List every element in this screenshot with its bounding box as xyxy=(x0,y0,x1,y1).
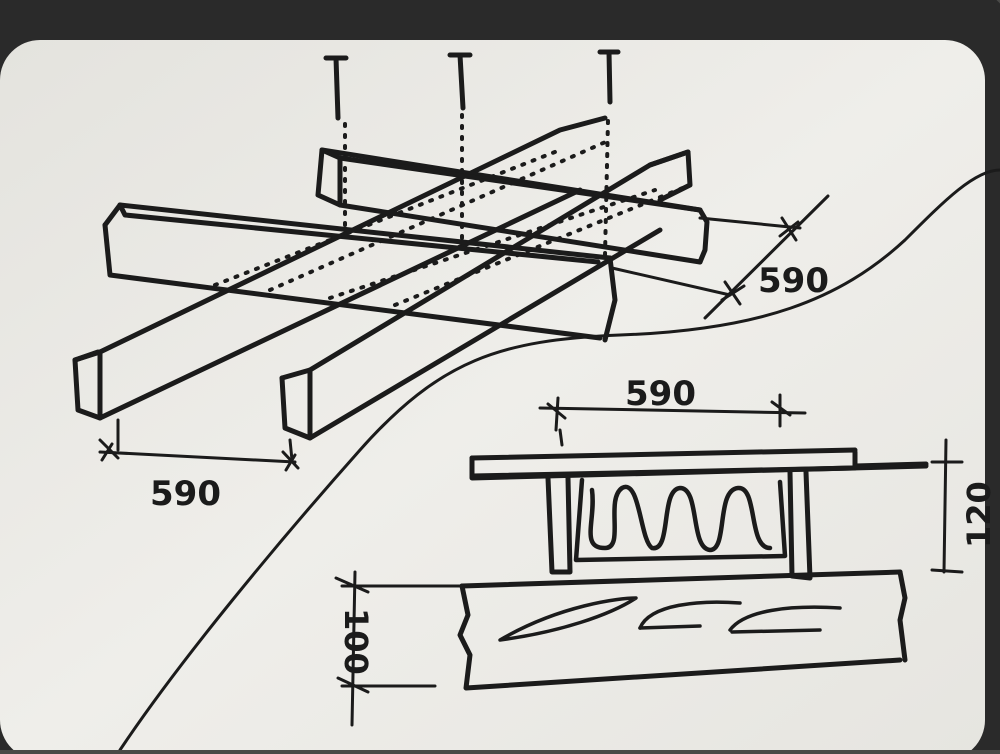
section-top-board xyxy=(469,447,929,481)
dim-label-joist-spacing: 590 xyxy=(150,474,221,514)
divider-curve xyxy=(118,168,1000,752)
dim-label-section-spacing: 590 xyxy=(625,374,696,414)
lower-joist-back xyxy=(279,149,693,441)
dimension-lines-iso xyxy=(98,194,830,472)
insulation-wave xyxy=(573,477,788,563)
dim-label-insulation-depth: 120 xyxy=(960,481,998,548)
screws xyxy=(323,49,621,121)
section-beam xyxy=(457,569,908,691)
dim-label-batten-spacing: 590 xyxy=(758,261,829,301)
dimension-lines-section xyxy=(334,393,964,727)
beam-grain xyxy=(498,596,842,642)
hidden-lines xyxy=(213,110,692,307)
dim-label-beam-depth: 100 xyxy=(337,608,375,675)
